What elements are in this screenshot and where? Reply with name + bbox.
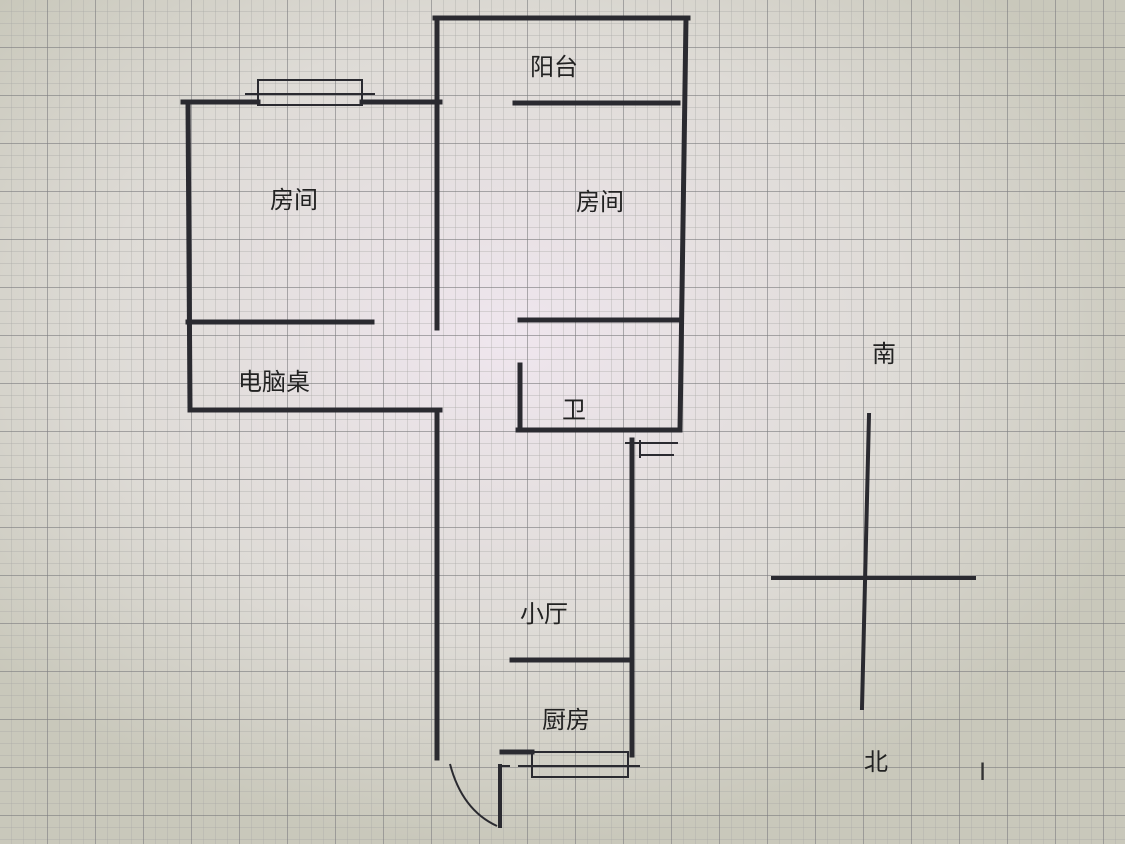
label-kitchen: 厨房 [542,706,590,734]
label-small-hall: 小厅 [520,600,568,628]
stray-mark: I [979,758,986,786]
walls [180,15,691,761]
entrance-door [449,763,510,828]
compass-north-label: 北 [864,748,888,776]
window-top-left [245,79,375,106]
label-balcony: 阳台 [530,53,578,81]
compass-south-label: 南 [872,340,896,368]
window-kitchen [518,751,640,778]
label-room-right: 房间 [576,188,624,216]
bathroom-vent-mark [625,440,678,458]
label-bathroom: 卫 [562,396,586,424]
label-room-left: 房间 [270,186,318,214]
compass: 南 北 [771,340,976,776]
label-computer-desk: 电脑桌 [238,368,310,396]
